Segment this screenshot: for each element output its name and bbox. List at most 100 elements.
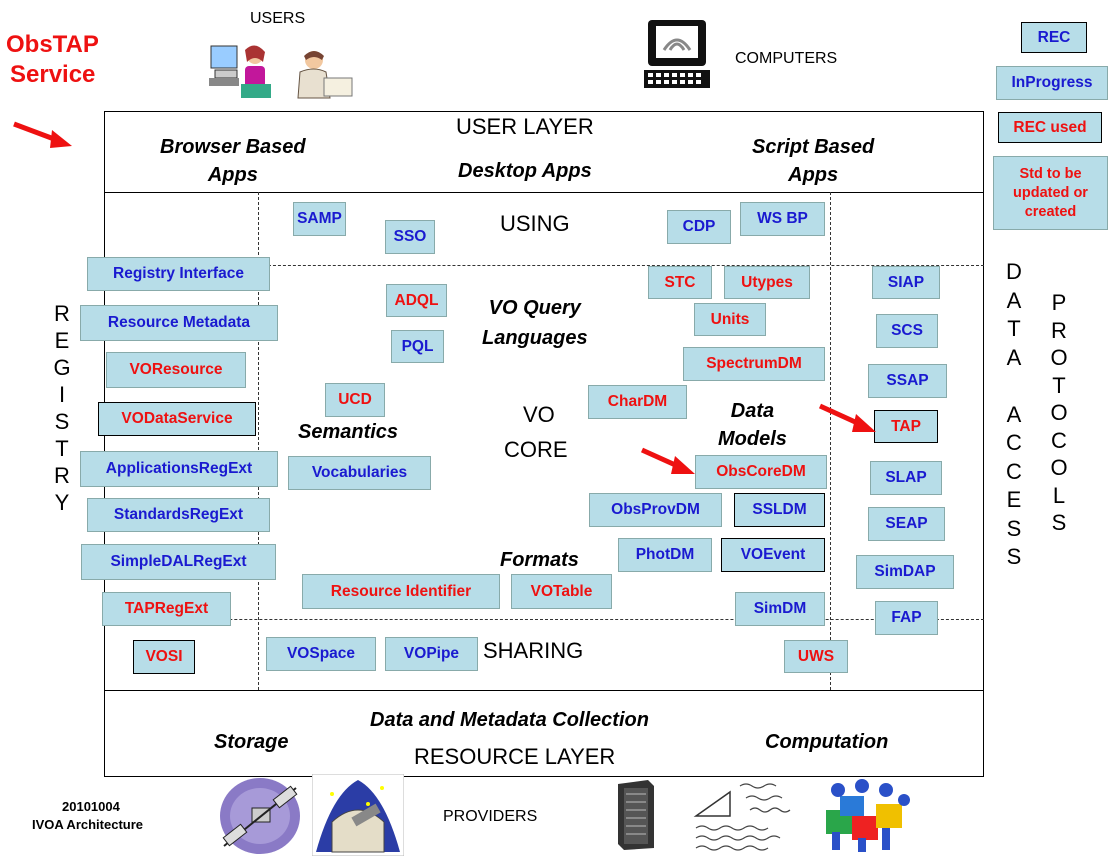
- box-scs: SCS: [876, 314, 938, 348]
- registry-letter: R: [54, 301, 70, 326]
- box-ssldm: SSLDM: [734, 493, 825, 527]
- box-ssap: SSAP: [868, 364, 947, 398]
- observatory-icon: [312, 774, 404, 856]
- box-stc: STC: [648, 266, 712, 299]
- registry-letter: Y: [54, 490, 70, 515]
- obscoredm-arrow-icon: [640, 447, 695, 474]
- user-layer-divider: [104, 192, 984, 193]
- satellite-icon: [220, 778, 300, 854]
- data-access-letter: S: [1006, 515, 1022, 541]
- query-languages-line2: Languages: [482, 327, 588, 349]
- data-access-letter: T: [1007, 316, 1021, 341]
- data-models-line2: Models: [718, 428, 787, 450]
- protocols-letter: S: [1051, 510, 1067, 535]
- data-access-letter: [1002, 372, 1026, 401]
- box-applicationsregext: ApplicationsRegExt: [80, 451, 278, 487]
- math-formulas-icon: [693, 783, 791, 851]
- protocols-letter: L: [1052, 482, 1066, 508]
- box-fap: FAP: [875, 601, 938, 635]
- storage-label: Storage: [214, 731, 289, 753]
- registry-letter: I: [58, 382, 66, 407]
- box-simpledalregext: SimpleDALRegExt: [81, 544, 276, 580]
- user-layer-label: USER LAYER: [456, 114, 594, 139]
- box-vosi: VOSI: [133, 640, 195, 674]
- legend-rec: REC: [1021, 22, 1087, 53]
- box-vocabularies: Vocabularies: [288, 456, 431, 490]
- registry-letter: E: [54, 328, 70, 353]
- core-label: CORE: [504, 437, 568, 462]
- using-label: USING: [500, 211, 570, 236]
- data-models-line1: Data: [730, 400, 775, 422]
- user-at-computer-icon: [209, 45, 271, 98]
- box-vodataservice: VODataService: [98, 402, 256, 436]
- box-units: Units: [694, 303, 766, 336]
- data-access-divider: [830, 192, 831, 690]
- box-slap: SLAP: [870, 461, 942, 495]
- legend-std: Std to be updated or created: [993, 156, 1108, 230]
- legend-std-line2: updated or: [1013, 184, 1088, 201]
- box-voresource: VOResource: [106, 352, 246, 388]
- sharing-divider: [104, 619, 984, 620]
- browser-apps-label: Browser Based Apps: [160, 133, 306, 189]
- main-frame: [104, 111, 984, 777]
- box-tapregext: TAPRegExt: [102, 592, 231, 626]
- data-access-letter: E: [1006, 487, 1022, 512]
- box-registry-interface: Registry Interface: [87, 257, 270, 291]
- box-spectrumdm: SpectrumDM: [683, 347, 825, 381]
- data-access-letter: A: [1006, 287, 1022, 313]
- formats-label: Formats: [500, 549, 579, 571]
- box-uws: UWS: [784, 640, 848, 673]
- browser-apps-line2: Apps: [207, 164, 258, 186]
- box-simdm: SimDM: [735, 592, 825, 626]
- data-access-letter: C: [1006, 430, 1022, 455]
- registry-letter: G: [53, 355, 71, 380]
- resource-layer-label: RESOURCE LAYER: [414, 744, 616, 769]
- box-votable: VOTable: [511, 574, 612, 609]
- script-apps-line1: Script Based: [752, 136, 875, 158]
- box-resource-identifier: Resource Identifier: [302, 574, 500, 609]
- query-languages-label: VO Query Languages: [482, 293, 588, 353]
- script-apps-label: Script Based Apps: [752, 133, 874, 189]
- box-wsbp: WS BP: [740, 202, 825, 236]
- legend-rec-used: REC used: [998, 112, 1102, 143]
- registry-letter: S: [54, 409, 70, 434]
- desktop-apps-label: Desktop Apps: [458, 160, 592, 182]
- footer-date: 20101004: [62, 799, 120, 814]
- user-reading-icon: [297, 51, 353, 99]
- box-standardsregext: StandardsRegExt: [87, 498, 270, 532]
- box-obscoredm: ObsCoreDM: [695, 455, 827, 489]
- tap-arrow-icon: [818, 403, 876, 432]
- resource-layer-divider: [104, 690, 984, 691]
- registry-letter: T: [55, 436, 69, 461]
- sharing-label: SHARING: [483, 638, 584, 663]
- footer-arch: IVOA Architecture: [32, 817, 144, 832]
- box-simdap: SimDAP: [856, 555, 954, 589]
- box-samp: SAMP: [293, 202, 346, 236]
- box-siap: SIAP: [872, 266, 940, 299]
- data-access-letter: A: [1006, 344, 1022, 370]
- computer-icon: [644, 20, 710, 88]
- registry-letter: R: [54, 463, 70, 488]
- users-label: USERS: [250, 10, 306, 27]
- protocols-letter: T: [1052, 372, 1066, 398]
- semantics-label: Semantics: [298, 421, 399, 443]
- legend-std-line3: created: [1024, 203, 1077, 220]
- box-resource-metadata: Resource Metadata: [80, 305, 278, 341]
- puzzle-team-icon: [826, 779, 910, 852]
- vo-label: VO: [523, 402, 555, 427]
- box-cdp: CDP: [667, 210, 731, 244]
- legend-inprogress: InProgress: [996, 66, 1108, 100]
- box-obsprovdm: ObsProvDM: [589, 493, 722, 527]
- registry-divider: [258, 192, 259, 690]
- providers-label: PROVIDERS: [443, 808, 538, 825]
- protocols-letter: O: [1050, 455, 1068, 480]
- computers-label: COMPUTERS: [735, 50, 838, 67]
- data-access-letter: A: [1006, 401, 1022, 427]
- box-photdm: PhotDM: [618, 538, 712, 572]
- title-arrow-icon: [13, 121, 72, 148]
- protocols-letter: O: [1050, 400, 1068, 425]
- legend-std-line1: Std to be: [1019, 165, 1082, 182]
